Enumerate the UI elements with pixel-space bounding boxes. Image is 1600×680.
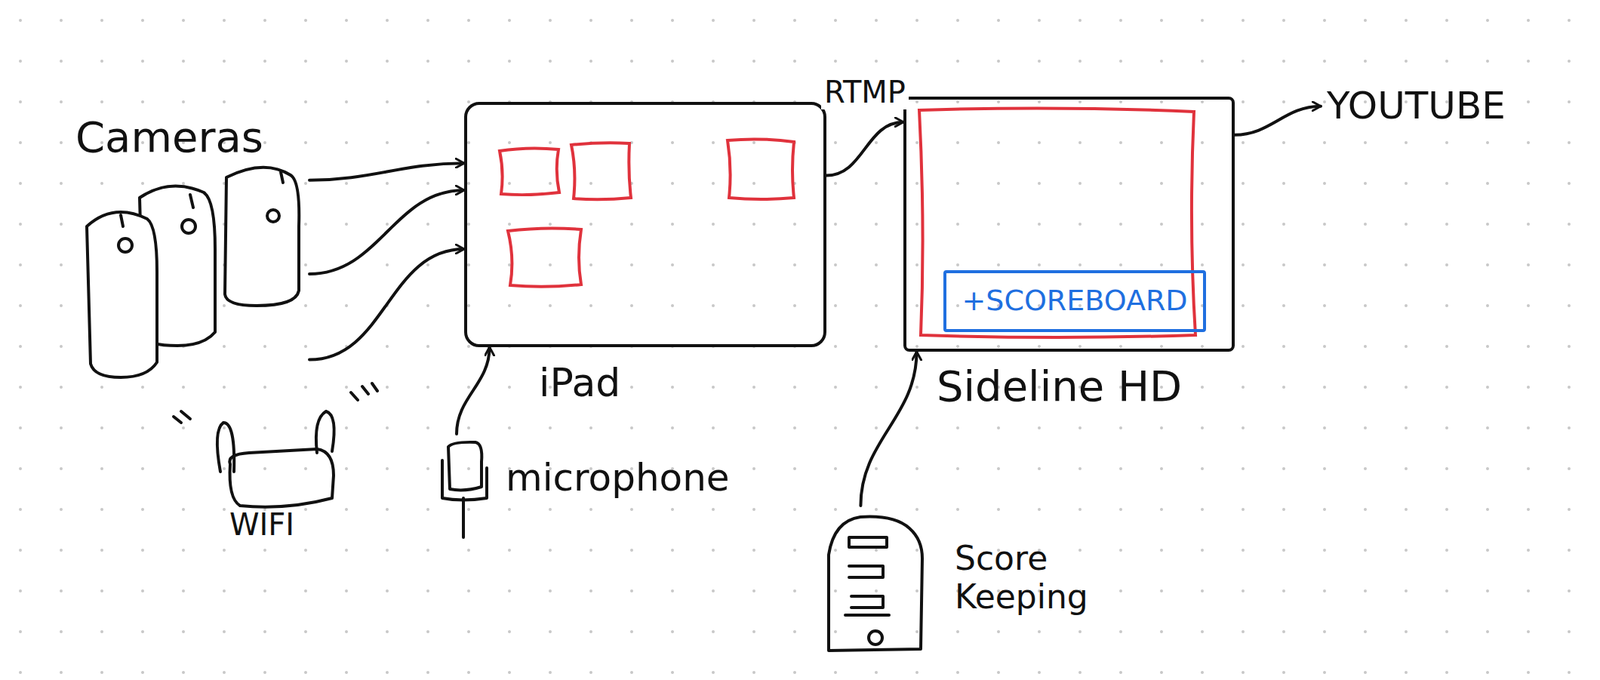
node-label: Cameras [75, 113, 310, 162]
video-source-frames [499, 107, 1196, 338]
node-label: microphone [505, 456, 730, 501]
phone-icon [828, 516, 923, 651]
camera-group [86, 167, 299, 378]
flow-arrow [1234, 106, 1321, 136]
score-keeping-phone: Score Keeping [822, 505, 1140, 657]
flow-arrow [309, 163, 465, 181]
ipad-box: iPad [464, 101, 827, 348]
protocol-label: RTMP [821, 74, 909, 110]
node-label: YOUTUBE [1326, 84, 1506, 129]
camera-group: Cameras [75, 113, 310, 382]
youtube-destination: YOUTUBE [1320, 81, 1512, 132]
flow-arrow [456, 347, 490, 434]
node-label: +SCOREBOARD [961, 284, 1188, 318]
flow-arrow [860, 351, 917, 506]
scoreboard-overlay: +SCOREBOARD [943, 270, 1207, 333]
node-label: Score Keeping [954, 539, 1136, 616]
program-frame [919, 107, 1196, 338]
flow-arrow [309, 249, 465, 360]
sideline-hd-box: Sideline HD+SCOREBOARD [903, 96, 1235, 352]
microphone-input: microphone [433, 433, 736, 544]
node-label: iPad [538, 360, 621, 407]
wifi-router [173, 383, 378, 508]
microphone-icon [442, 442, 487, 538]
flow-arrow [826, 122, 904, 176]
flow-arrow [309, 190, 465, 274]
node-label: Sideline HD [936, 362, 1182, 411]
device-label: WIFI [226, 507, 298, 542]
